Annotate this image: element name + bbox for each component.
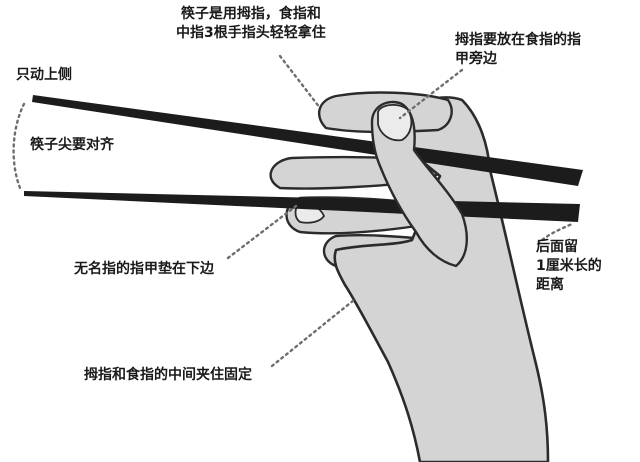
label-top-grip-line2: 中指3根手指头轻轻拿住 <box>176 25 326 41</box>
label-top-grip-line1: 筷子是用拇指，食指和 <box>180 6 321 22</box>
leader-ring-finger <box>226 204 298 260</box>
label-back-space-line1: 后面留 <box>536 239 578 255</box>
hand-palm-wrist <box>333 96 550 462</box>
label-top-grip: 筷子是用拇指，食指和 中指3根手指头轻轻拿住 <box>176 5 326 43</box>
label-tips-align: 筷子尖要对齐 <box>30 137 114 153</box>
leader-top-grip <box>278 54 322 110</box>
label-thumbnail-side-line2: 甲旁边 <box>455 51 497 67</box>
upper-chopstick <box>32 95 583 186</box>
label-back-space-line2: 1厘米长的 <box>536 258 602 274</box>
leader-thumb-index <box>270 298 356 368</box>
label-back-space: 后面留 1厘米长的 距离 <box>536 238 602 295</box>
label-back-space-line3: 距离 <box>536 277 564 293</box>
leader-lines <box>12 54 574 368</box>
leader-thumbnail-side <box>398 68 464 120</box>
label-ring-finger: 无名指的指甲垫在下边 <box>74 261 214 277</box>
label-thumbnail-side-line1: 拇指要放在食指的指 <box>455 32 581 48</box>
leader-tips-align <box>12 102 26 190</box>
thumb-nail <box>377 104 413 142</box>
label-upper-moves: 只动上侧 <box>16 67 72 83</box>
label-thumb-index-hold: 拇指和食指的中间夹住固定 <box>84 367 252 383</box>
leader-back-space <box>536 222 574 246</box>
label-thumbnail-side: 拇指要放在食指的指 甲旁边 <box>455 31 581 69</box>
